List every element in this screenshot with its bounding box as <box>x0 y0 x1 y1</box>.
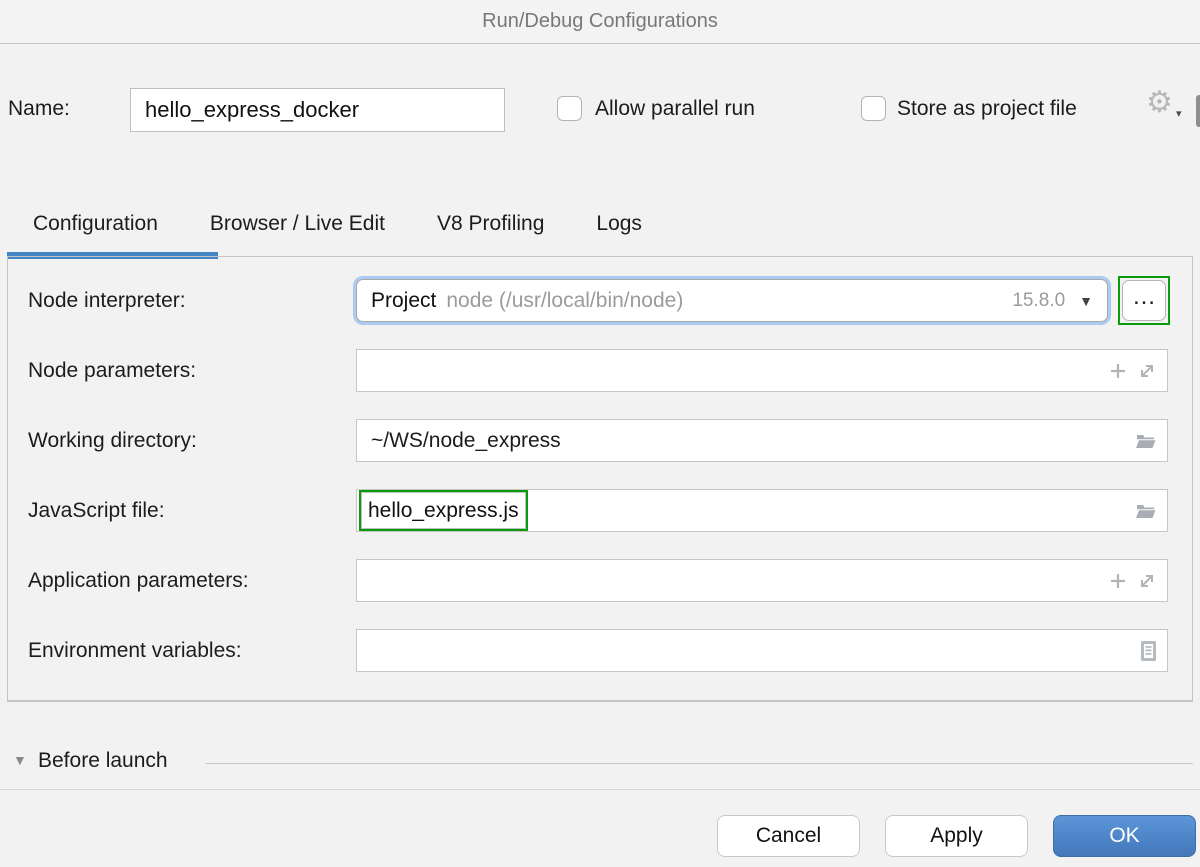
name-label: Name: <box>8 97 70 120</box>
node-interpreter-selected-name: Project <box>371 288 437 312</box>
folder-icon[interactable] <box>1134 501 1157 521</box>
javascript-file-value-highlight[interactable]: hello_express.js <box>359 490 528 531</box>
gear-icon[interactable]: ⚙ <box>1146 86 1173 119</box>
cancel-button[interactable]: Cancel <box>717 815 860 857</box>
expand-icon[interactable] <box>1137 571 1157 591</box>
working-directory-field[interactable] <box>356 419 1168 462</box>
application-parameters-field[interactable] <box>356 559 1168 602</box>
javascript-file-value: hello_express.js <box>368 498 519 522</box>
allow-parallel-run-label: Allow parallel run <box>595 97 755 120</box>
node-interpreter-browse-highlight: … <box>1118 276 1170 325</box>
ok-button[interactable]: OK <box>1053 815 1196 857</box>
name-input[interactable] <box>130 88 505 132</box>
javascript-file-label: JavaScript file: <box>28 499 165 522</box>
clipped-edge-control <box>1196 95 1200 127</box>
node-parameters-field[interactable] <box>356 349 1168 392</box>
tab-configuration[interactable]: Configuration <box>33 212 158 235</box>
allow-parallel-run-checkbox[interactable] <box>557 96 582 121</box>
dialog-title: Run/Debug Configurations <box>482 10 718 32</box>
working-directory-label: Working directory: <box>28 429 197 452</box>
expand-icon[interactable] <box>1137 361 1157 381</box>
store-as-project-file-label: Store as project file <box>897 97 1077 120</box>
environment-variables-input[interactable] <box>367 638 1140 663</box>
working-directory-input[interactable] <box>367 428 1134 453</box>
folder-icon[interactable] <box>1134 431 1157 451</box>
application-parameters-label: Application parameters: <box>28 569 249 592</box>
node-parameters-label: Node parameters: <box>28 359 197 382</box>
chevron-down-icon: ▼ <box>1079 292 1093 309</box>
active-tab-underline <box>7 252 218 259</box>
tab-v8-profiling[interactable]: V8 Profiling <box>437 212 545 235</box>
add-icon[interactable] <box>1108 571 1128 591</box>
node-parameters-input[interactable] <box>367 358 1108 383</box>
add-icon[interactable] <box>1108 361 1128 381</box>
dialog-titlebar: Run/Debug Configurations <box>0 0 1200 44</box>
configuration-panel <box>7 256 1193 702</box>
node-interpreter-browse-button[interactable]: … <box>1122 280 1166 321</box>
tab-bar: Configuration Browser / Live Edit V8 Pro… <box>33 212 642 236</box>
before-launch-divider <box>206 763 1193 764</box>
application-parameters-input[interactable] <box>367 568 1108 593</box>
environment-variables-label: Environment variables: <box>28 639 242 662</box>
before-launch-label[interactable]: Before launch <box>38 749 168 772</box>
node-interpreter-label: Node interpreter: <box>28 289 186 312</box>
environment-variables-field[interactable] <box>356 629 1168 672</box>
store-as-project-file-checkbox[interactable] <box>861 96 886 121</box>
gear-dropdown-icon[interactable]: ▾ <box>1176 108 1182 120</box>
list-icon[interactable] <box>1140 640 1157 662</box>
footer-divider <box>0 789 1200 790</box>
collapse-triangle-icon[interactable]: ▼ <box>13 752 27 768</box>
node-interpreter-combobox[interactable]: Project node (/usr/local/bin/node) 15.8.… <box>356 279 1108 322</box>
node-interpreter-selected-path: node (/usr/local/bin/node) <box>446 288 684 312</box>
apply-button[interactable]: Apply <box>885 815 1028 857</box>
tab-logs[interactable]: Logs <box>596 212 642 235</box>
tab-browser-live-edit[interactable]: Browser / Live Edit <box>209 212 385 235</box>
node-interpreter-version: 15.8.0 <box>1012 289 1066 311</box>
